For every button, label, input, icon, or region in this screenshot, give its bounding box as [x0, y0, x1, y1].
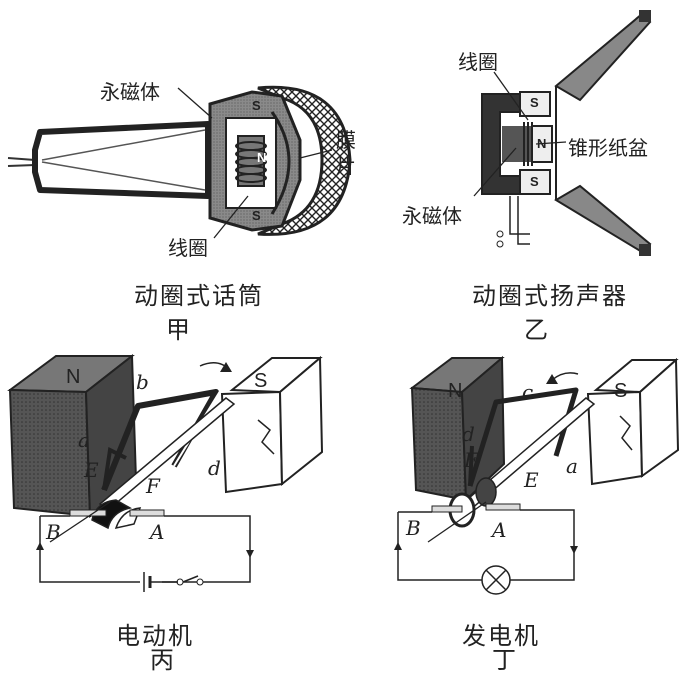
pole-s-bottom: S: [252, 208, 261, 223]
generator-letter-f: F: [464, 448, 478, 472]
diaphragm-label-1: 膜: [336, 128, 356, 152]
generator-drawing: [394, 355, 680, 595]
pole-s-bottom: S: [530, 174, 539, 189]
coil-label: 线圈: [458, 50, 498, 74]
speaker-caption: 动圈式扬声器: [472, 282, 628, 310]
speaker-index: 乙: [524, 316, 550, 344]
pole-s-top: S: [252, 98, 261, 113]
magnet-label: 永磁体: [100, 80, 160, 104]
magnet-label: 永磁体: [402, 204, 462, 228]
microphone-panel: 永磁体 膜 片 线圈 S N S 动圈式话筒 甲: [0, 0, 360, 344]
cone-label: 锥形纸盆: [568, 136, 648, 160]
speaker-drawing: [473, 10, 652, 256]
generator-pole-s: S: [614, 380, 628, 402]
diaphragm-label-2: 片: [336, 154, 356, 178]
motor-panel: N S b a d E F B A 电动机 丙: [0, 340, 346, 674]
motor-letter-d: d: [208, 456, 221, 480]
generator-letter-e: E: [524, 468, 539, 492]
motor-letter-a: a: [78, 428, 90, 452]
coil-label: 线圈: [168, 236, 208, 260]
generator-letter-c: c: [522, 380, 534, 404]
generator-letter-b-brush: B: [406, 516, 421, 540]
motor-letter-b: b: [136, 370, 149, 394]
microphone-index: 甲: [166, 316, 192, 344]
generator-caption: 发电机: [462, 622, 540, 650]
motor-letter-b-brush: B: [46, 520, 61, 544]
speaker-panel: 线圈 锥形纸盆 永磁体 S N S 动圈式扬声器 乙: [360, 0, 692, 344]
motor-index: 丙: [150, 646, 176, 674]
generator-letter-a: a: [566, 454, 578, 478]
motor-caption: 电动机: [116, 622, 194, 650]
motor-letter-e: E: [84, 458, 99, 482]
generator-letter-d: d: [462, 422, 475, 446]
motor-pole-s: S: [254, 370, 268, 392]
generator-index: 丁: [492, 646, 518, 674]
motor-letter-a-brush: A: [150, 520, 165, 544]
microphone-caption: 动圈式话筒: [134, 282, 264, 310]
pole-n: N: [257, 150, 267, 165]
motor-letter-f: F: [146, 474, 160, 498]
microphone-drawing: [7, 85, 352, 239]
motor-drawing: [7, 353, 324, 592]
pole-s-top: S: [530, 95, 539, 110]
motor-pole-n: N: [66, 366, 81, 388]
generator-letter-a-brush: A: [492, 518, 507, 542]
pole-n: N: [537, 136, 547, 151]
generator-panel: N S c d F E a B A 发电机 丁: [346, 340, 692, 674]
generator-pole-n: N: [448, 380, 463, 402]
